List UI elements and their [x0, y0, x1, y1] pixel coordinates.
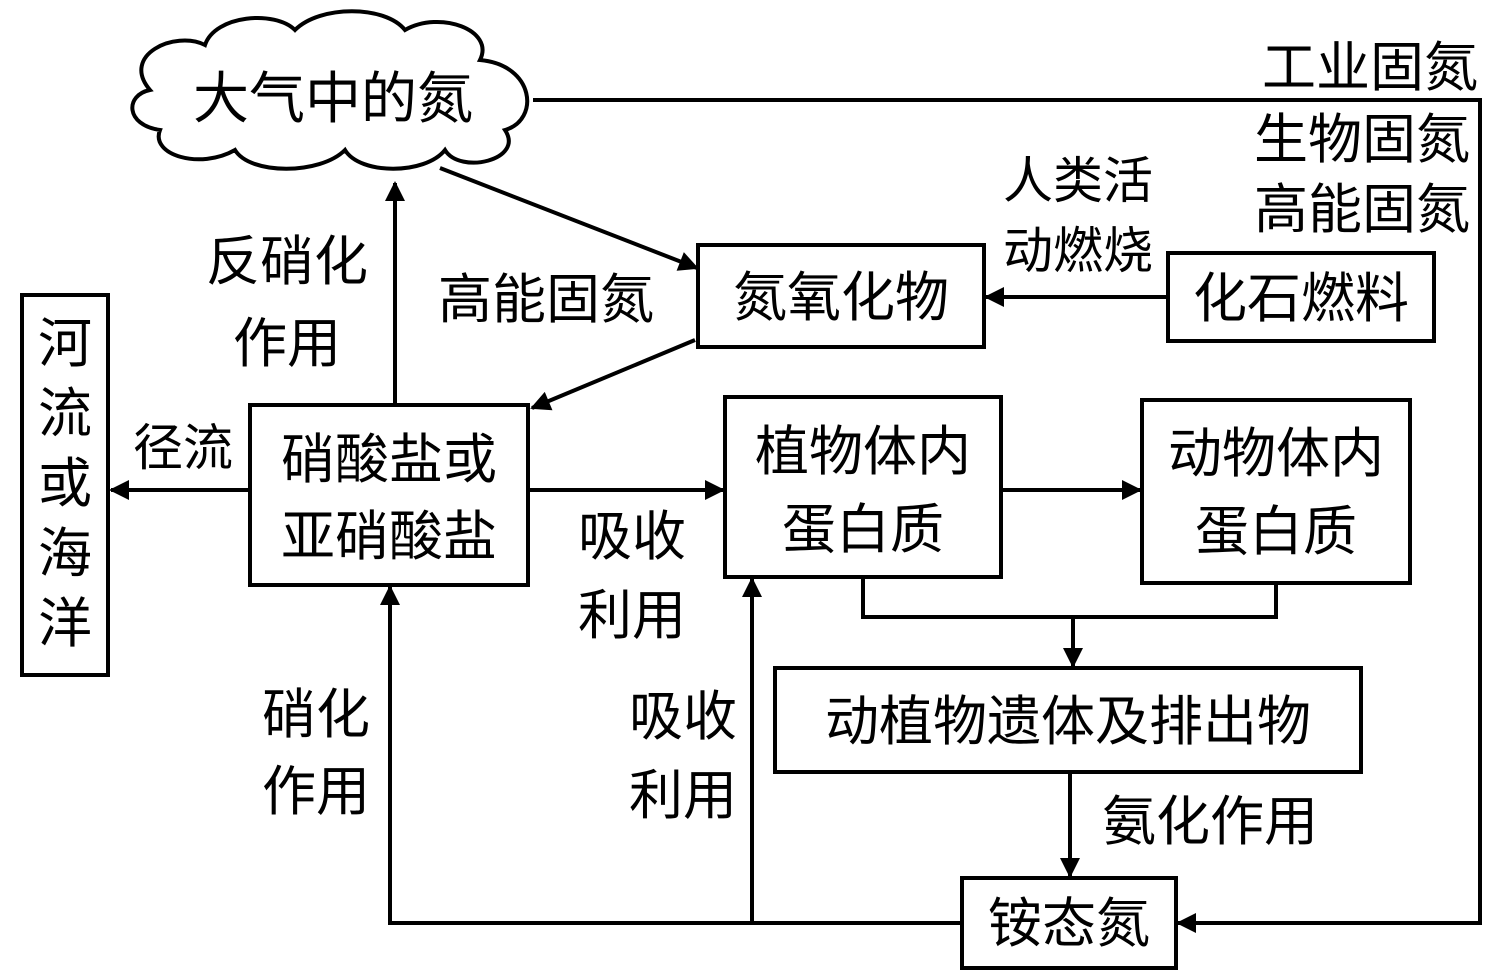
- nitrification-arrow: [380, 585, 962, 925]
- rivers-ocean-char-1: 河: [38, 312, 92, 375]
- absorb-use-1-line2: 利用: [578, 584, 686, 647]
- rivers-ocean-box: 河 流 或 海 洋: [20, 293, 110, 677]
- ammonium-box: 铵态氮: [960, 876, 1178, 970]
- absorb-use-1-line1: 吸收: [578, 505, 686, 568]
- protein-merge-line: [861, 577, 1278, 619]
- cloud-shape: [130, 9, 530, 171]
- absorb-use-2-line1: 吸收: [629, 685, 737, 748]
- denitrification-line1: 反硝化: [206, 230, 368, 293]
- rivers-ocean-char-5: 洋: [38, 592, 92, 655]
- atmospheric-nitrogen-label: 大气中的氮: [193, 67, 473, 132]
- nitrogen-oxides-label: 氮氧化物: [733, 266, 949, 329]
- high-energy-fixation-label: 高能固氮: [438, 268, 654, 331]
- nitrification-line1: 硝化: [262, 683, 370, 746]
- nitrogen-oxides-box: 氮氧化物: [696, 243, 986, 349]
- fixation-arrow: [533, 98, 1482, 933]
- high-energy-fixation-right-label: 高能固氮: [1254, 178, 1470, 241]
- denitrification-line2: 作用: [233, 312, 341, 375]
- plant-protein-box: 植物体内 蛋白质: [723, 395, 1003, 579]
- animal-protein-box: 动物体内 蛋白质: [1140, 398, 1412, 585]
- human-burning-line2: 动燃烧: [1003, 222, 1153, 280]
- high-energy-fixation-arrow: [439, 166, 699, 271]
- runoff-label: 径流: [133, 419, 233, 477]
- nitrification-line2: 作用: [262, 760, 370, 823]
- atmospheric-nitrogen-cloud: 大气中的氮: [130, 9, 530, 171]
- absorb-use-2-line2: 利用: [629, 764, 737, 827]
- ammonium-label: 铵态氮: [988, 892, 1150, 955]
- ammonification-label: 氨化作用: [1102, 790, 1318, 853]
- rivers-ocean-char-3: 或: [38, 452, 92, 515]
- nitrate-label-line1: 硝酸盐或: [281, 428, 497, 491]
- animal-protein-line2: 蛋白质: [1195, 500, 1357, 563]
- remains-box: 动植物遗体及排出物: [773, 666, 1363, 774]
- fossil-fuel-label: 化石燃料: [1193, 267, 1409, 330]
- plant-protein-line2: 蛋白质: [782, 498, 944, 561]
- oxides-to-nitrate-arrow: [530, 338, 696, 411]
- nitrate-label-line2: 亚硝酸盐: [281, 505, 497, 568]
- human-burning-line1: 人类活: [1003, 152, 1153, 210]
- biological-fixation-label: 生物固氮: [1254, 108, 1470, 171]
- remains-label: 动植物遗体及排出物: [825, 690, 1311, 753]
- rivers-ocean-char-2: 流: [38, 382, 92, 445]
- industrial-fixation-label: 工业固氮: [1262, 36, 1478, 99]
- nitrate-box: 硝酸盐或 亚硝酸盐: [248, 403, 530, 587]
- rivers-ocean-char-4: 海: [38, 522, 92, 585]
- fossil-fuel-box: 化石燃料: [1166, 251, 1436, 343]
- plant-protein-line1: 植物体内: [755, 420, 971, 483]
- animal-protein-line1: 动物体内: [1168, 422, 1384, 485]
